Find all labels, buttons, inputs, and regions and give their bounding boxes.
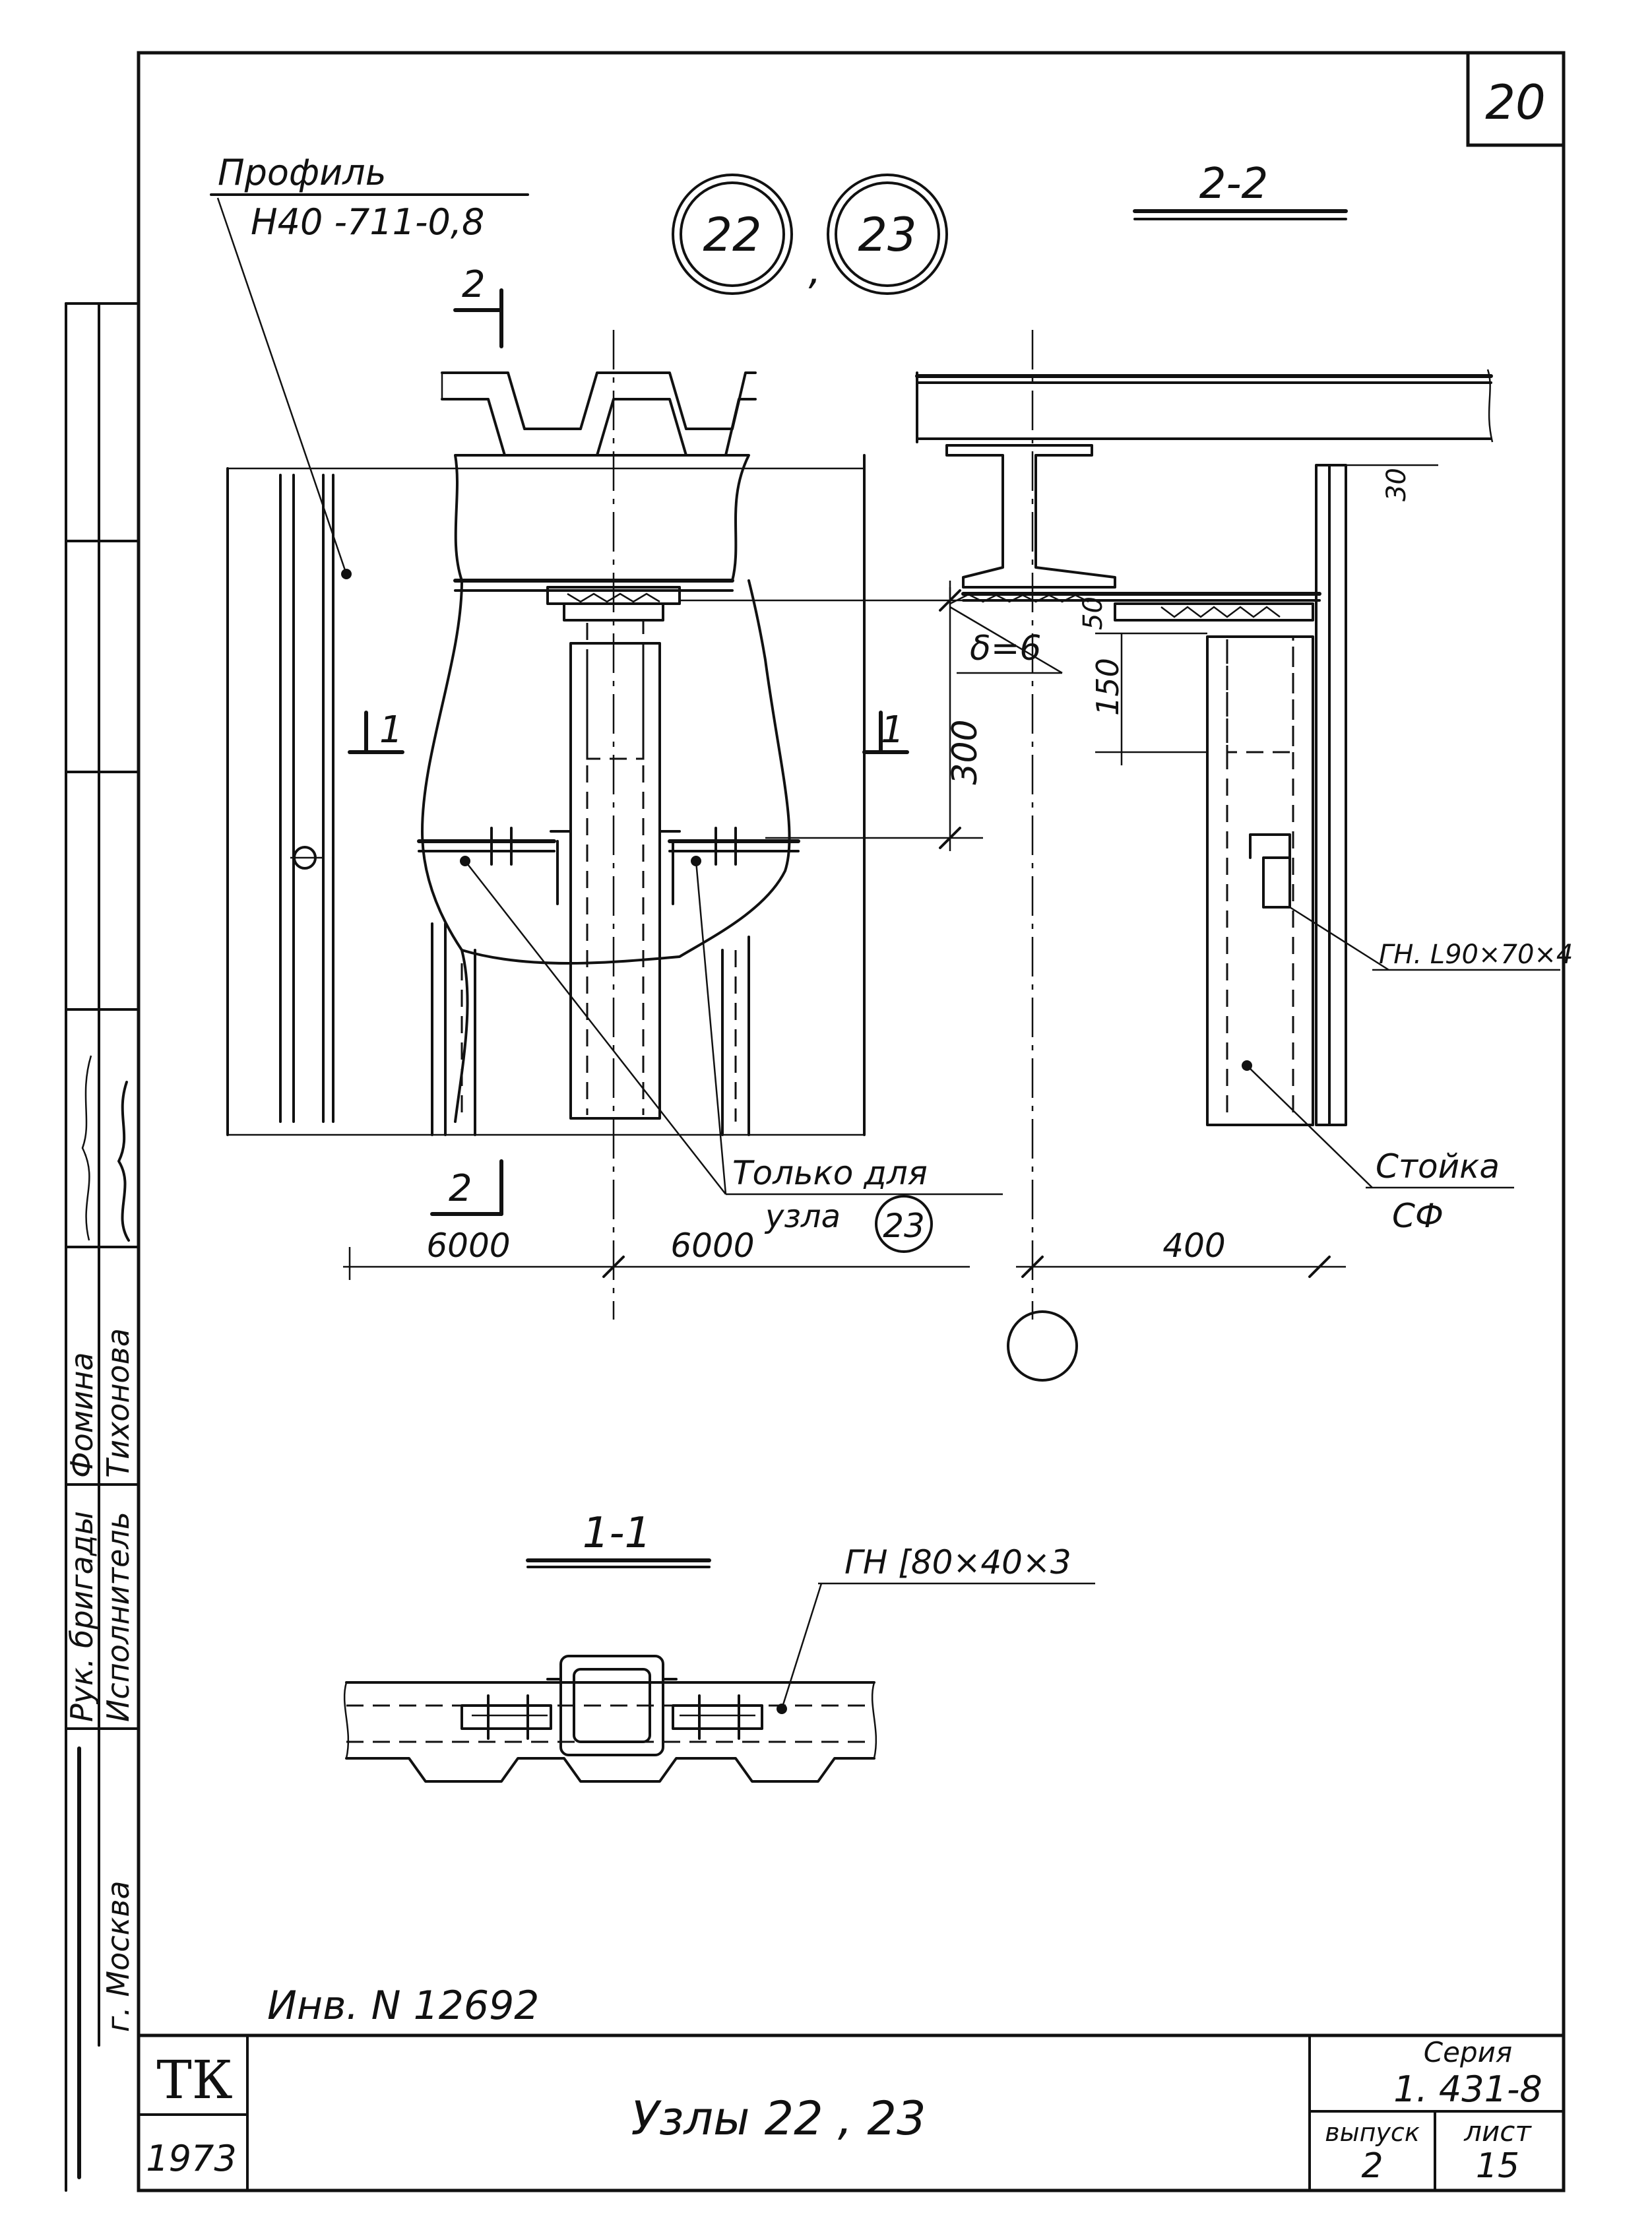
section-1-1-title: 1-1 xyxy=(583,1509,652,1558)
cut-mark-1-left: 1 xyxy=(348,709,404,754)
dim-400: 400 xyxy=(1162,1227,1225,1265)
side-stamp-role-1: Рук. бригады xyxy=(64,1511,100,1722)
bracket-right xyxy=(658,830,681,912)
break-line-bottom xyxy=(421,579,791,965)
profile-label-line1: Профиль xyxy=(218,152,387,193)
i-beam xyxy=(945,444,1116,589)
node-mark-circle-23 xyxy=(827,174,948,295)
side-stamp-name-2: Тихонова xyxy=(100,1328,136,1478)
signature-2 xyxy=(117,1081,130,1242)
node-mark-separator: , xyxy=(808,247,821,294)
drawing-title: Узлы 22 , 23 xyxy=(631,2092,926,2146)
sheet-number-box xyxy=(1466,51,1566,147)
year: 1973 xyxy=(146,2138,236,2179)
sheet-label: лист xyxy=(1463,2115,1532,2148)
inventory-number: Инв. N 12692 xyxy=(267,1983,539,2029)
bent-angle xyxy=(1249,833,1291,859)
channel-column xyxy=(559,1655,664,1756)
series-value: 1. 431-8 xyxy=(1393,2068,1542,2110)
bent-angle-label: ГН. L90×70×4 xyxy=(1379,940,1573,970)
post-label-line1: Стойка xyxy=(1376,1147,1500,1186)
channel-label: ГН [80×40×3 xyxy=(844,1543,1071,1581)
svg-text:1: 1 xyxy=(379,709,403,751)
section-2-2-title: 2-2 xyxy=(1199,160,1269,208)
cut-mark-1-right: 1 xyxy=(862,709,909,754)
main-view: Профиль Н40 -711-0,8 2 xyxy=(210,152,1003,1320)
profile-leader xyxy=(216,197,348,575)
drawing-frame xyxy=(137,51,1566,2192)
dim-6000-left: 6000 xyxy=(426,1227,510,1265)
sheet-value: 15 xyxy=(1476,2146,1519,2186)
node-mark-22: 22 xyxy=(703,208,761,262)
bracket-left xyxy=(550,830,572,912)
plate-thickness: δ=6 xyxy=(970,629,1041,668)
wall-column xyxy=(1315,464,1347,1126)
issue-value: 2 xyxy=(1361,2146,1383,2186)
profile-label-line2: Н40 -711-0,8 xyxy=(251,201,484,243)
node-mark-23: 23 xyxy=(858,208,916,262)
svg-text:2: 2 xyxy=(449,1167,472,1210)
section-2-2: 2-2 30 δ=6 50 xyxy=(915,160,1573,1382)
sheet-number: 20 xyxy=(1485,75,1546,130)
post-label-line2: СФ xyxy=(1392,1197,1444,1235)
only-for-node-ref: 23 xyxy=(883,1207,925,1245)
svg-text:2: 2 xyxy=(462,263,486,306)
node-mark-circle-22 xyxy=(672,174,793,295)
dim-30: 30 xyxy=(1382,468,1412,501)
fixing-bracket-right xyxy=(672,1704,763,1730)
dim-300: 300 xyxy=(945,719,985,784)
break-line-top xyxy=(454,454,750,582)
dim-6000-right: 6000 xyxy=(670,1227,754,1265)
section-1-1: 1-1 ГН [80×40×3 xyxy=(343,1509,1095,1783)
dim-50: 50 xyxy=(1078,596,1108,630)
side-stamp-org: г. Москва xyxy=(100,1880,136,2032)
node-marks: 22 , 23 xyxy=(672,174,948,295)
cut-mark-2-bottom: 2 xyxy=(430,1159,503,1216)
axis-bubble xyxy=(1007,1310,1078,1382)
only-for-node-line1: Только для xyxy=(732,1154,928,1192)
org-code: ТК xyxy=(156,2049,232,2111)
post-sf xyxy=(1206,635,1314,1126)
only-for-node-ref-circle xyxy=(875,1195,933,1253)
fixing-bracket-left xyxy=(461,1704,552,1730)
deck-profile xyxy=(345,1757,875,1783)
svg-text:1: 1 xyxy=(881,709,905,751)
cut-mark-2-top: 2 xyxy=(453,263,503,348)
dim-150: 150 xyxy=(1090,658,1126,716)
side-stamp: Рук. бригады Исполнитель Фомина Тихонова… xyxy=(64,302,140,2192)
side-stamp-name-1: Фомина xyxy=(64,1352,100,1478)
series-label: Серия xyxy=(1424,2036,1512,2068)
only-for-node-line2: узла xyxy=(764,1198,841,1235)
signature-1 xyxy=(81,1055,92,1241)
issue-label: выпуск xyxy=(1325,2118,1420,2147)
column-post xyxy=(569,642,661,1120)
title-block: ТК 1973 Узлы 22 , 23 Серия 1. 431-8 выпу… xyxy=(137,2033,1565,2192)
side-stamp-role-2: Исполнитель xyxy=(100,1512,136,1722)
